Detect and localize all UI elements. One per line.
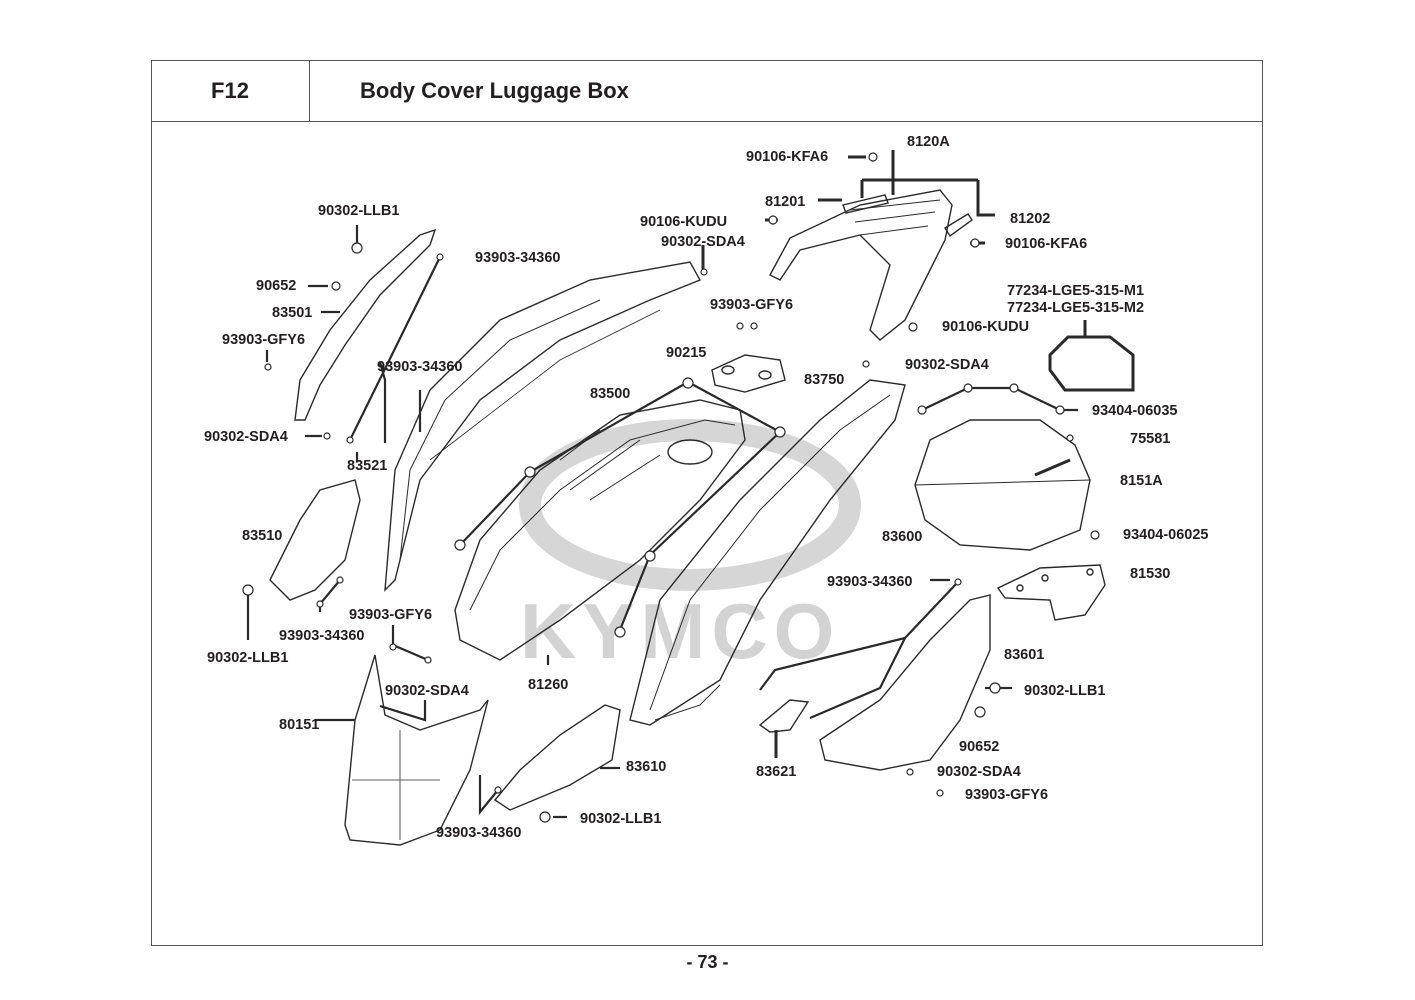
part-label[interactable]: 83750 [804,372,845,388]
part-label[interactable]: 81202 [1010,211,1051,227]
part-label[interactable]: 90302-SDA4 [937,764,1021,780]
part-label[interactable]: 80151 [279,717,320,733]
luggage-box-shape [454,399,746,661]
battery-cover-shape [711,354,786,393]
section-code: F12 [211,78,249,103]
left-leaders [246,225,620,819]
header-divider [151,121,1263,122]
part-label[interactable]: 8120A [907,134,950,150]
part-label[interactable]: 81260 [528,677,569,693]
watermark-text: KYMCO [520,587,841,675]
lower-cover-shape [493,704,621,811]
part-label[interactable]: 90106-KUDU [640,214,728,230]
base-plate-shape [996,564,1106,621]
part-label[interactable]: 83510 [242,528,283,544]
right-rail-leaders [759,578,1012,720]
part-label[interactable]: 93903-34360 [279,628,365,644]
part-label[interactable]: 90302-SDA4 [204,429,288,445]
part-label[interactable]: 83521 [347,458,388,474]
right-body-cover-shape [629,379,906,726]
part-label[interactable]: 90106-KUDU [942,319,1030,335]
part-label[interactable]: 93903-GFY6 [965,787,1049,803]
part-label[interactable]: 93903-34360 [827,574,913,590]
part-label[interactable]: 90302-LLB1 [1024,683,1106,699]
header-column-divider [309,60,310,122]
part-label[interactable]: 90302-LLB1 [207,650,289,666]
part-label[interactable]: 81201 [765,194,806,210]
part-label[interactable]: 77234-LGE5-315-M2 [1007,300,1145,316]
part-label[interactable]: 83501 [272,305,313,321]
key-set-box [1048,320,1135,392]
part-label[interactable]: 90302-SDA4 [661,234,745,250]
part-label[interactable]: 90106-KFA6 [746,149,829,165]
right-rail-shape [819,594,991,771]
part-label[interactable]: 93404-06025 [1123,527,1209,543]
top-box-shape [914,419,1091,551]
part-label[interactable]: 90302-LLB1 [580,811,662,827]
watermark-ellipse [519,419,861,591]
page-number: - 73 - [686,952,729,972]
fasteners [242,152,1100,823]
part-label[interactable]: 81530 [1130,566,1171,582]
left-lower-cover-shape [269,479,361,601]
part-label[interactable]: 83600 [882,529,923,545]
part-label[interactable]: 90652 [959,739,1000,755]
part-label[interactable]: 77234-LGE5-315-M1 [1007,283,1145,299]
part-label[interactable]: 83601 [1004,647,1045,663]
part-label[interactable]: 90215 [666,345,707,361]
part-label[interactable]: 90302-LLB1 [318,203,400,219]
part-label[interactable]: 90302-SDA4 [385,683,469,699]
luggage-box-leaders [459,381,781,631]
part-label[interactable]: 8151A [1120,473,1163,489]
part-label[interactable]: 93903-34360 [436,825,522,841]
part-label[interactable]: 93903-34360 [377,359,463,375]
page-title: Body Cover Luggage Box [360,78,629,103]
left-rail-shape [294,228,437,421]
part-label[interactable]: 93903-34360 [475,250,561,266]
part-label[interactable]: 83621 [756,764,797,780]
right-bracket-shape [758,699,810,758]
part-label[interactable]: 83610 [626,759,667,775]
diagram-frame [151,60,1263,946]
part-label[interactable]: 75581 [1130,431,1171,447]
part-label[interactable]: 93404-06035 [1092,403,1178,419]
left-body-cover-shape [384,261,701,592]
part-label[interactable]: 90106-KFA6 [1005,236,1088,252]
part-label[interactable]: 93903-GFY6 [222,332,306,348]
top-box-bolt-leaders [921,386,1078,412]
part-label[interactable]: 83500 [590,386,631,402]
rear-fender-shape [344,654,489,846]
part-label[interactable]: 93903-GFY6 [349,607,433,623]
part-label[interactable]: 90652 [256,278,297,294]
part-label[interactable]: 90302-SDA4 [905,357,989,373]
rear-carrier-shape [769,189,973,341]
part-label[interactable]: 93903-GFY6 [710,297,794,313]
